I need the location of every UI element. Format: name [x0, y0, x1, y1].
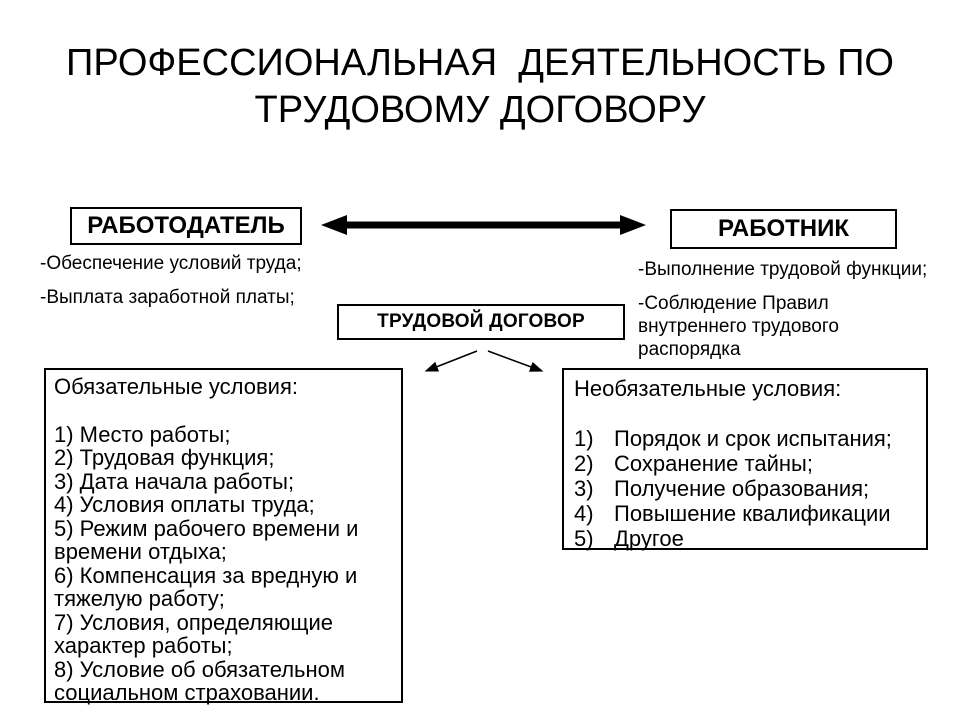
contract-to-mandatory-arrow	[424, 350, 478, 372]
mandatory-condition-item: 1) Место работы;	[54, 421, 231, 447]
contract-box: ТРУДОВОЙ ДОГОВОР	[337, 304, 625, 340]
item-text: Повышение квалификации	[614, 501, 891, 526]
item-text: Получение образования;	[614, 476, 870, 501]
optional-conditions-box: Необязательные условия: 1) Порядок и сро…	[562, 368, 928, 551]
mandatory-condition-item: 5) Режим рабочего времени и времени отды…	[54, 515, 359, 564]
mandatory-condition-item: 4) Условия оплаты труда;	[54, 492, 315, 517]
worker-duties: -Выполнение трудовой функции; -Соблюдени…	[638, 258, 938, 372]
worker-label: РАБОТНИК	[717, 215, 850, 242]
item-number: 2)	[574, 451, 594, 476]
mandatory-condition-item: 3) Дата начала работы;	[54, 468, 295, 494]
mandatory-conditions-heading: Обязательные условия:	[54, 374, 298, 399]
item-text: Сохранение тайны;	[614, 451, 813, 476]
item-number: 5)	[574, 526, 594, 551]
optional-conditions-heading: Необязательные условия:	[574, 376, 842, 401]
item-text: Порядок и срок испытания;	[614, 426, 892, 451]
employer-box: РАБОТОДАТЕЛЬ	[70, 207, 302, 245]
worker-box: РАБОТНИК	[670, 209, 897, 249]
mandatory-conditions-box: Обязательные условия: 1) Место работы; 2…	[44, 368, 403, 705]
item-number: 1)	[574, 426, 594, 451]
mandatory-condition-item: 8) Условие об обязательном социальном ст…	[54, 656, 346, 705]
employer-duties: -Обеспечение условий труда; -Выплата зар…	[40, 252, 340, 320]
optional-condition-item: 2) Сохранение тайны;	[574, 451, 916, 476]
slide-title-line-1: ПРОФЕССИОНАЛЬНАЯ ДЕЯТЕЛЬНОСТЬ ПО	[66, 42, 894, 84]
optional-condition-item: 5) Другое	[574, 526, 916, 551]
mandatory-condition-item: 7) Условия, определяющие характер работы…	[54, 609, 333, 658]
optional-condition-item: 1) Порядок и срок испытания;	[574, 426, 916, 451]
optional-condition-item: 4) Повышение квалификации	[574, 501, 916, 526]
mandatory-condition-item: 6) Компенсация за вредную и тяжелую рабо…	[54, 562, 358, 611]
optional-condition-item: 3) Получение образования;	[574, 476, 916, 501]
worker-duty-1: -Выполнение трудовой функции;	[638, 259, 928, 280]
item-number: 3)	[574, 476, 594, 501]
slide-title-line-2: ТРУДОВОМУ ДОГОВОРУ	[254, 89, 706, 131]
employer-label: РАБОТОДАТЕЛЬ	[87, 212, 285, 239]
item-number: 4)	[574, 501, 594, 526]
mandatory-condition-item: 2) Трудовая функция;	[54, 445, 275, 470]
item-text: Другое	[614, 526, 684, 551]
contract-to-optional-arrow	[487, 350, 544, 372]
slide-title: ПРОФЕССИОНАЛЬНАЯ ДЕЯТЕЛЬНОСТЬ ПО ТРУДОВО…	[0, 40, 960, 134]
double-arrow-connector	[321, 215, 646, 235]
employer-duty-2: -Выплата заработной платы;	[40, 287, 295, 308]
employer-duty-1: -Обеспечение условий труда;	[40, 253, 302, 274]
worker-duty-2: -Соблюдение Правил внутреннего трудового…	[638, 293, 839, 360]
contract-label: ТРУДОВОЙ ДОГОВОР	[377, 311, 585, 332]
